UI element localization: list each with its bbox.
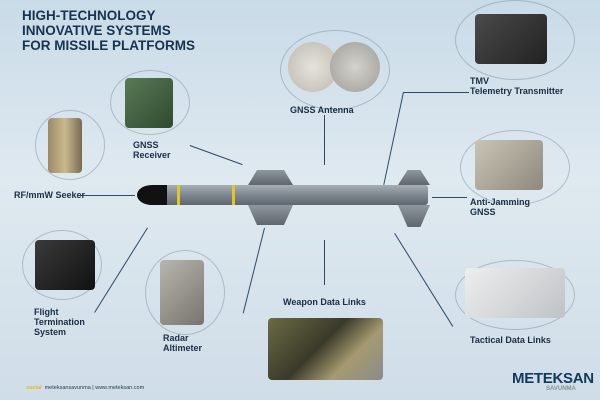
gnss-antenna-image-2 bbox=[330, 42, 380, 92]
signal-rings bbox=[460, 130, 570, 205]
meteksan-logo-sub: SAVUNMA bbox=[546, 386, 576, 392]
flight-termination-image bbox=[35, 240, 95, 290]
missile-nose bbox=[137, 185, 167, 205]
label-tactical-data-links: Tactical Data Links bbox=[470, 335, 551, 345]
leader-line bbox=[394, 233, 454, 327]
meteksan-logo: METEKSAN bbox=[512, 370, 594, 387]
leader-line bbox=[242, 227, 265, 314]
signal-rings bbox=[35, 110, 105, 180]
footer-text[interactable]: meteksansavunma | www.meteksan.com bbox=[44, 385, 145, 391]
anti-jamming-image bbox=[475, 140, 543, 190]
radar-altimeter-image bbox=[160, 260, 204, 325]
label-weapon-data-links: Weapon Data Links bbox=[283, 297, 366, 307]
missile-tail-fin-top bbox=[398, 170, 430, 185]
missile-body bbox=[150, 185, 428, 205]
gnss-antenna-image bbox=[288, 42, 338, 92]
missile-tail-fin-bottom bbox=[398, 205, 430, 227]
gnss-receiver-image bbox=[125, 78, 173, 128]
leader-line bbox=[189, 145, 243, 166]
missile-band bbox=[232, 185, 235, 205]
missile-front-fin-bottom bbox=[248, 205, 293, 225]
leader-line bbox=[80, 195, 135, 196]
leader-line bbox=[94, 227, 148, 313]
leader-line bbox=[404, 92, 469, 93]
leader-line bbox=[383, 91, 404, 185]
social-icons[interactable]: social bbox=[26, 385, 42, 391]
leader-line bbox=[324, 115, 325, 165]
signal-rings bbox=[280, 30, 390, 110]
signal-rings bbox=[145, 250, 225, 335]
missile-band bbox=[177, 185, 180, 205]
tmv-image bbox=[475, 14, 547, 64]
page-title: HIGH-TECHNOLOGY INNOVATIVE SYSTEMS FOR M… bbox=[22, 8, 195, 53]
missile-front-fin-top bbox=[248, 170, 293, 185]
signal-rings bbox=[22, 230, 102, 300]
label-gnss-antenna: GNSS Antenna bbox=[290, 105, 354, 115]
leader-line bbox=[432, 197, 467, 198]
weapon-data-links-image bbox=[268, 318, 383, 380]
tactical-data-links-image bbox=[465, 268, 565, 318]
signal-rings bbox=[455, 260, 575, 330]
signal-rings bbox=[455, 0, 575, 80]
label-seeker: RF/mmW Seeker bbox=[14, 190, 86, 200]
leader-line bbox=[324, 240, 325, 285]
seeker-image bbox=[48, 118, 82, 173]
signal-rings bbox=[110, 70, 190, 135]
